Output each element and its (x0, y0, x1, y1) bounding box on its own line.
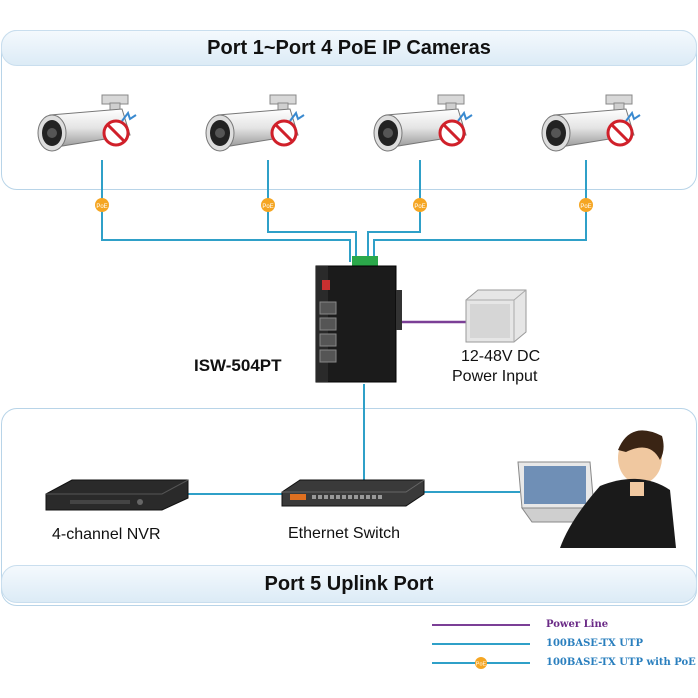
poe-badge-text: PoE (262, 204, 273, 210)
poe-badge-3: PoE (413, 198, 427, 212)
poe-badge-text: PoE (96, 204, 107, 210)
device-label: ISW-504PT (194, 356, 282, 375)
isw-504pt-device (315, 256, 402, 383)
legend-poe-badge-text: PoE (476, 662, 487, 668)
ip-camera-2 (204, 93, 306, 153)
legend-poe-badge (475, 657, 487, 669)
user-with-laptop (517, 430, 676, 548)
power-supply (465, 289, 527, 343)
ip-camera-4 (540, 93, 642, 153)
poe-badge-4: PoE (579, 198, 593, 212)
ip-camera-3 (372, 93, 474, 153)
switch-label: Ethernet Switch (288, 525, 401, 542)
ip-camera-1 (36, 93, 138, 153)
legend-utp: 100BASE-TX UTP (546, 638, 643, 649)
power-label-line2: Power Input (452, 368, 538, 385)
utp-cables (188, 384, 520, 495)
poe-badges: PoE PoE PoE PoE (95, 198, 593, 212)
legend-lines: PoE (432, 624, 530, 669)
poe-badge-text: PoE (414, 204, 425, 210)
cable-camera-3 (367, 160, 421, 262)
nvr-label: 4-channel NVR (52, 526, 161, 543)
cable-camera-1 (101, 160, 351, 262)
poe-badge-1: PoE (95, 198, 109, 212)
power-label-line1: 12-48V DC (461, 348, 541, 365)
legend-power-line: Power Line (546, 619, 609, 630)
cable-camera-2 (267, 160, 357, 262)
poe-cables (101, 160, 587, 262)
legend-utp-poe: 100BASE-TX UTP with PoE (546, 657, 696, 668)
uplink-header: Port 5 Uplink Port (1, 565, 697, 603)
camera-header: Port 1~Port 4 PoE IP Cameras (1, 30, 697, 66)
nvr-device (45, 479, 189, 511)
cable-camera-4 (373, 160, 587, 262)
poe-badge-2: PoE (261, 198, 275, 212)
poe-badge-text: PoE (580, 204, 591, 210)
ethernet-switch-device (281, 479, 425, 507)
